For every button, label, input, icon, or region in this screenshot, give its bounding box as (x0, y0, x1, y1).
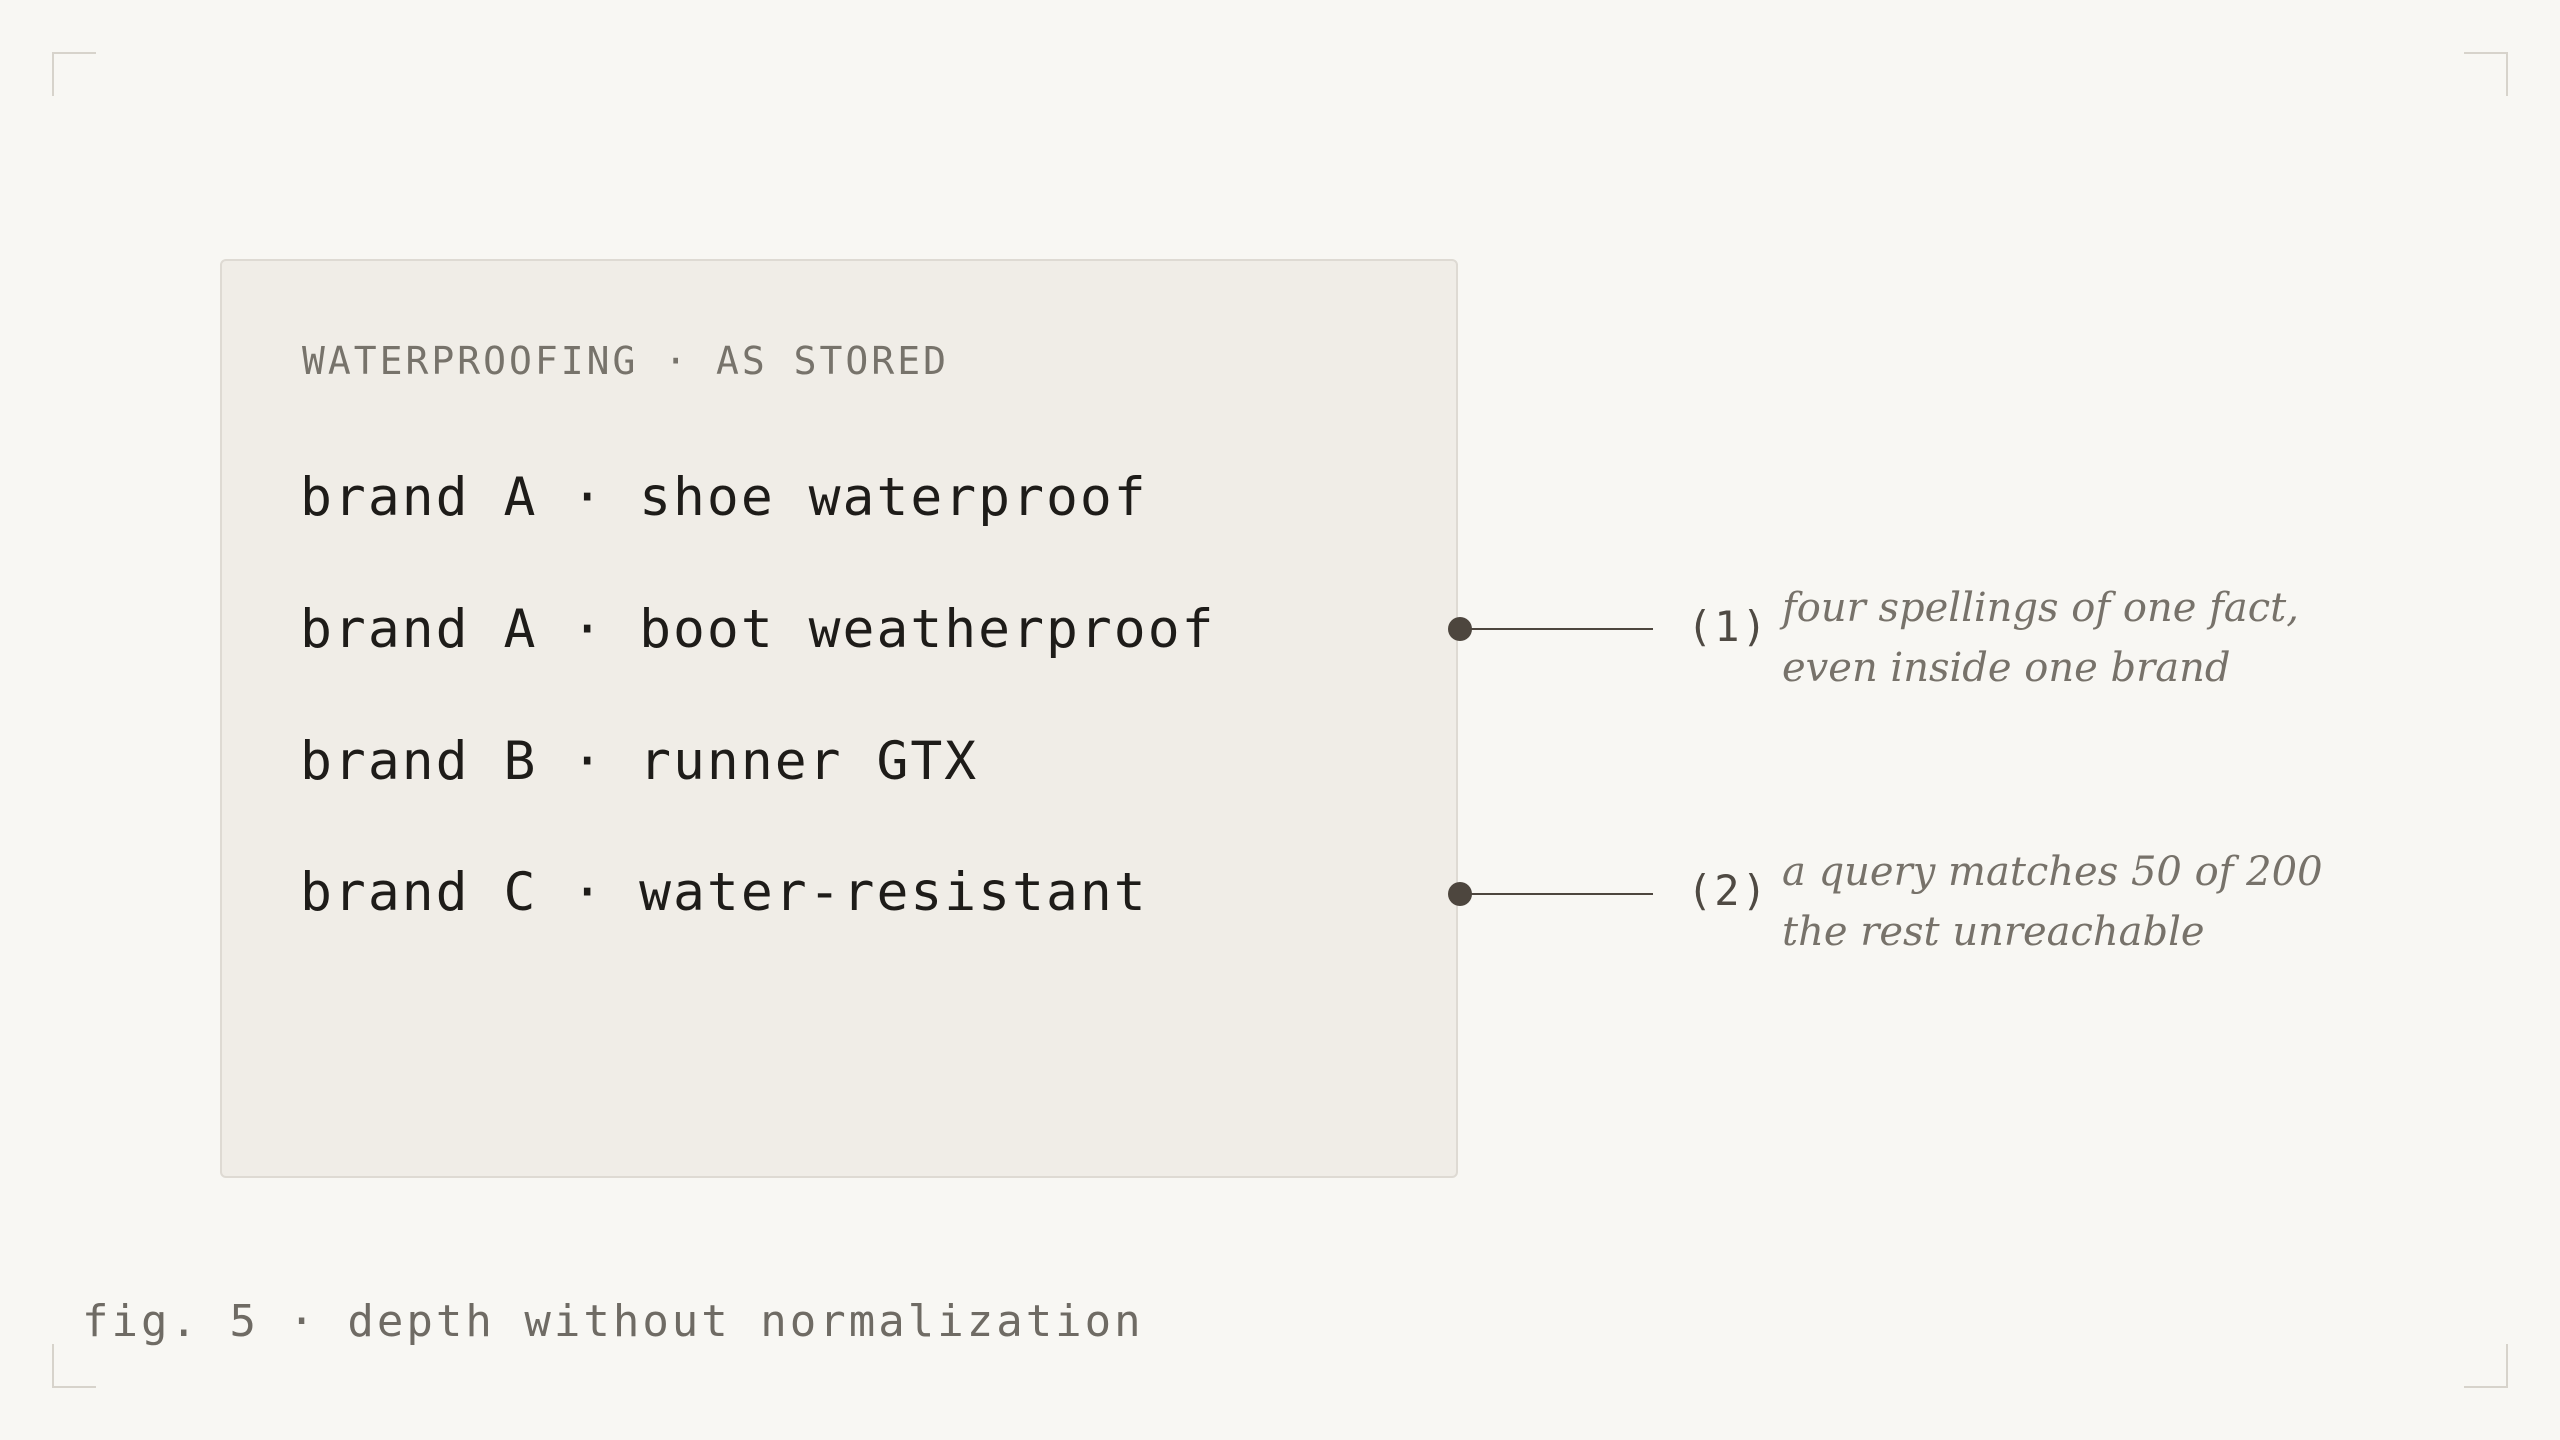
panel-header: WATERPROOFING · AS STORED (302, 339, 949, 383)
annotation-text-2: a query matches 50 of 200 the rest unrea… (1782, 842, 2323, 962)
connector-dot-icon (1448, 617, 1472, 641)
annotation-1-line-1: four spellings of one fact, (1782, 585, 2299, 631)
annotation-1-line-2: even inside one brand (1782, 645, 2231, 691)
annotation-text-1: four spellings of one fact, even inside … (1782, 578, 2299, 698)
connector-line (1460, 893, 1653, 895)
annotation-connector-1 (1448, 617, 1653, 641)
entry-brand-c: brand C · water-resistant (300, 862, 1148, 923)
entry-brand-b-runner: brand B · runner GTX (300, 731, 979, 792)
annotation-2-line-2: the rest unreachable (1782, 909, 2205, 955)
corner-mark-bottom-left (52, 1344, 96, 1388)
corner-mark-top-right (2464, 52, 2508, 96)
annotation-connector-2 (1448, 882, 1653, 906)
annotation-2-line-1: a query matches 50 of 200 (1782, 849, 2323, 895)
figure-caption: fig. 5 · depth without normalization (82, 1296, 1144, 1347)
entry-brand-a-boot: brand A · boot weatherproof (300, 599, 1216, 660)
annotation-number-1: (1) (1687, 602, 1769, 651)
corner-mark-top-left (52, 52, 96, 96)
entry-brand-a-shoe: brand A · shoe waterproof (300, 467, 1148, 528)
connector-dot-icon (1448, 882, 1472, 906)
annotation-number-2: (2) (1687, 866, 1769, 915)
connector-line (1460, 628, 1653, 630)
corner-mark-bottom-right (2464, 1344, 2508, 1388)
stored-values-panel: WATERPROOFING · AS STORED brand A · shoe… (220, 259, 1458, 1178)
